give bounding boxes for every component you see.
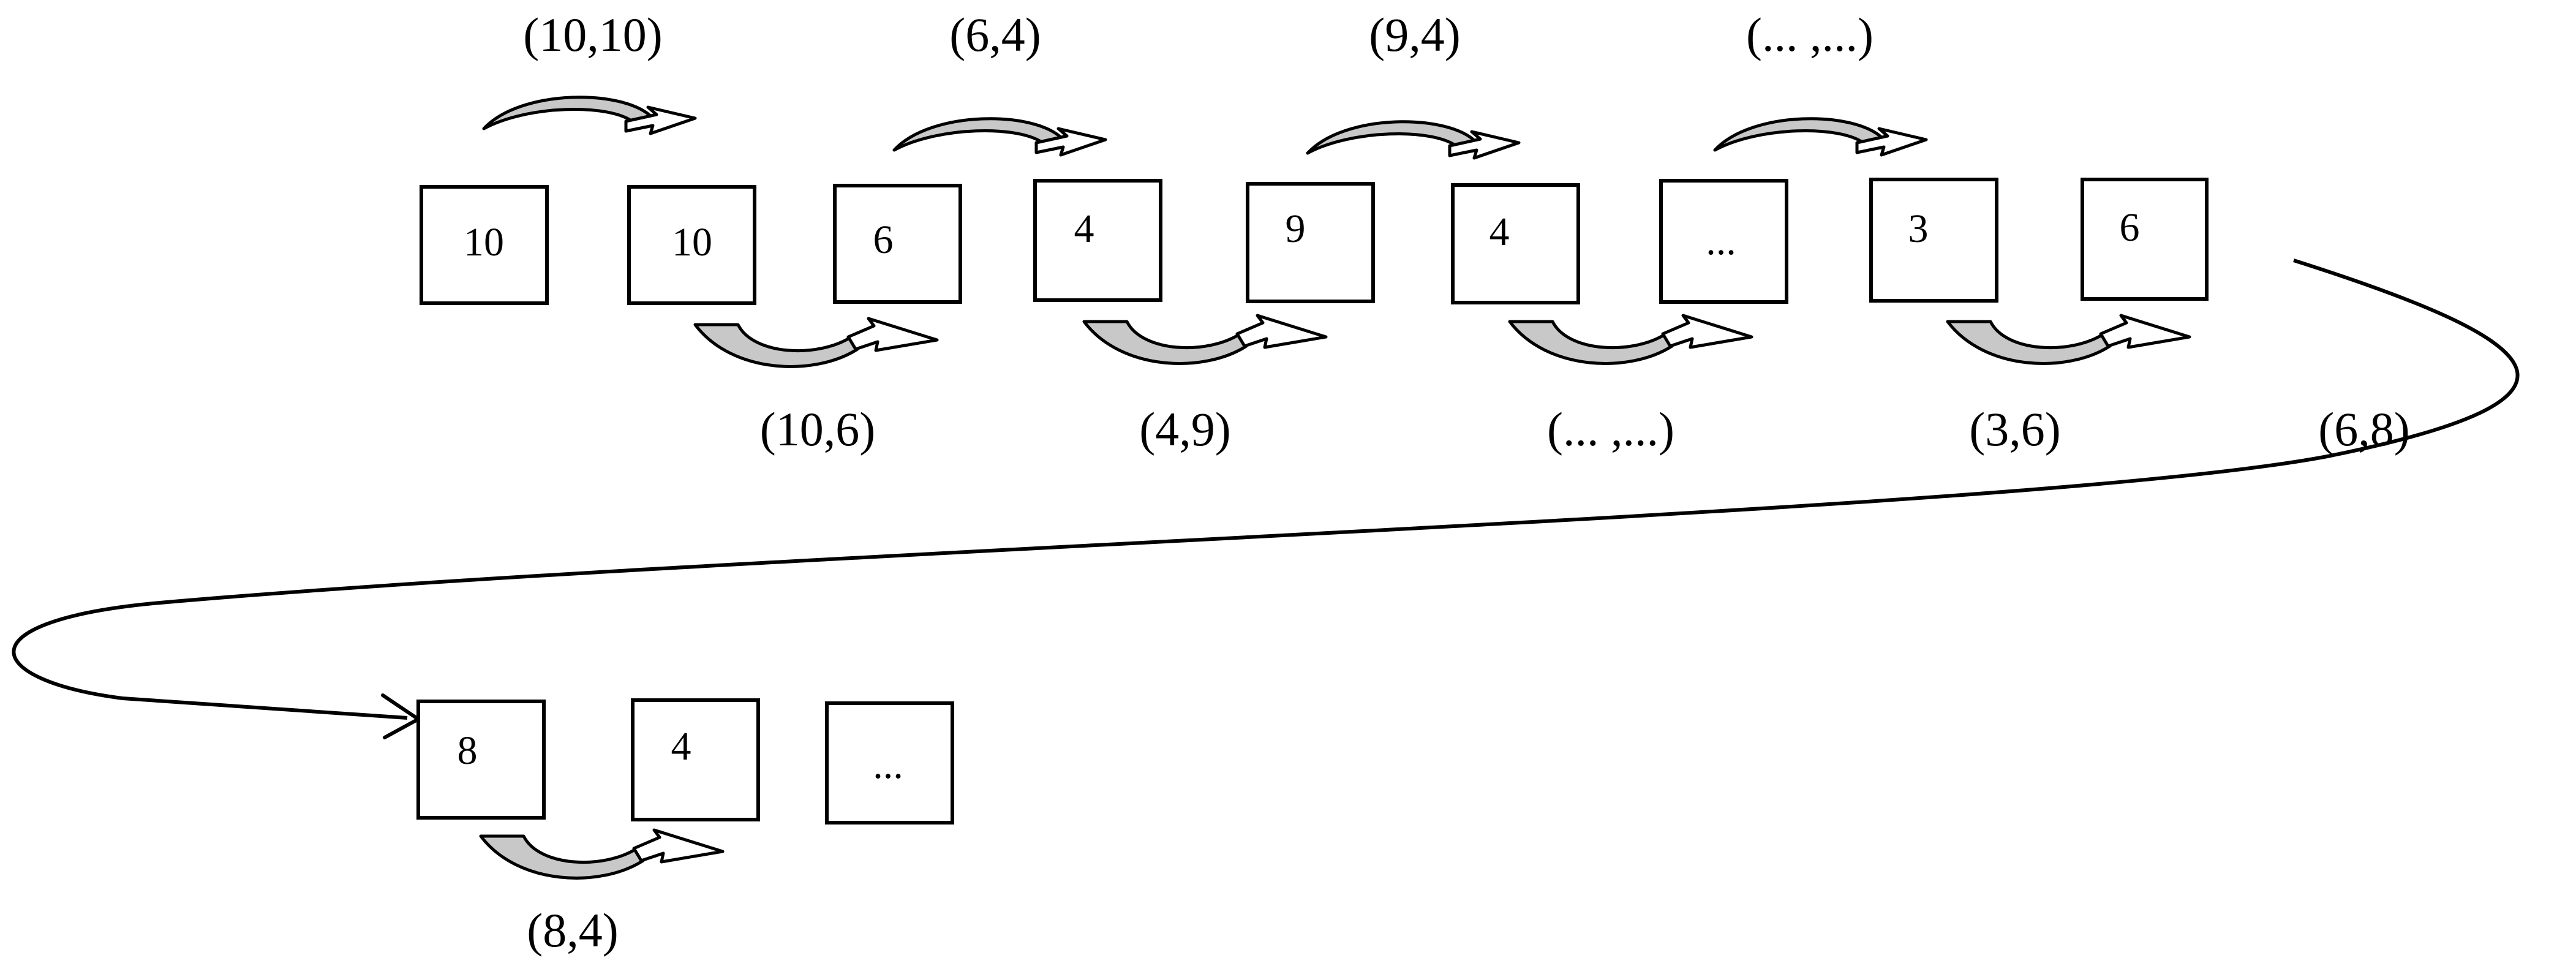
curl-arrow-under-4	[1946, 314, 2191, 365]
curl-arrow-under-2	[1082, 314, 1328, 365]
pair-label-1: (10,10)	[523, 8, 662, 61]
curl-arrow-under-3	[1508, 314, 1753, 365]
pair-label-10: (8,4)	[527, 904, 618, 957]
pair-label-2: (10,6)	[760, 402, 875, 456]
pair-label-3: (6,4)	[949, 8, 1041, 61]
curl-arrow-over-3	[1306, 120, 1521, 160]
box-1: 10	[420, 185, 549, 305]
box-11: 4	[631, 698, 760, 821]
box-7-value: ...	[1706, 219, 1736, 263]
curl-arrow-over-1	[482, 96, 697, 135]
pair-label-4: (4,9)	[1139, 402, 1230, 456]
pair-label-5: (9,4)	[1369, 8, 1460, 61]
curl-arrow-over-4	[1713, 117, 1928, 157]
box-12-value: ...	[873, 742, 903, 787]
box-8: 3	[1869, 178, 1998, 303]
curl-arrow-over-2	[892, 117, 1107, 157]
box-7: ...	[1659, 179, 1788, 304]
box-9-value: 6	[2120, 205, 2140, 250]
box-8-value: 3	[1908, 206, 1929, 251]
pair-label-7: (... ,...)	[1746, 8, 1874, 61]
box-6: 4	[1451, 183, 1580, 304]
pair-label-9: (6,8)	[2318, 402, 2409, 456]
box-4-value: 4	[1074, 206, 1094, 251]
pair-label-6: (... ,...)	[1547, 402, 1674, 456]
wrap-around-connector	[12, 258, 2520, 720]
box-1-value: 10	[464, 220, 504, 265]
box-2: 10	[627, 185, 756, 305]
pair-label-8: (3,6)	[1969, 402, 2060, 456]
box-3: 6	[833, 184, 962, 304]
box-10-value: 8	[458, 728, 478, 773]
box-5: 9	[1246, 182, 1375, 303]
curl-arrow-under-1	[693, 317, 939, 368]
box-9: 6	[2081, 178, 2209, 301]
box-3-value: 6	[873, 217, 894, 262]
box-6-value: 4	[1489, 209, 1510, 254]
curl-arrow-under-5	[479, 828, 725, 880]
box-5-value: 9	[1286, 206, 1306, 251]
box-10: 8	[416, 700, 546, 820]
box-4: 4	[1033, 179, 1162, 302]
box-2-value: 10	[672, 220, 712, 265]
box-11-value: 4	[671, 724, 691, 769]
box-12: ...	[825, 701, 954, 824]
